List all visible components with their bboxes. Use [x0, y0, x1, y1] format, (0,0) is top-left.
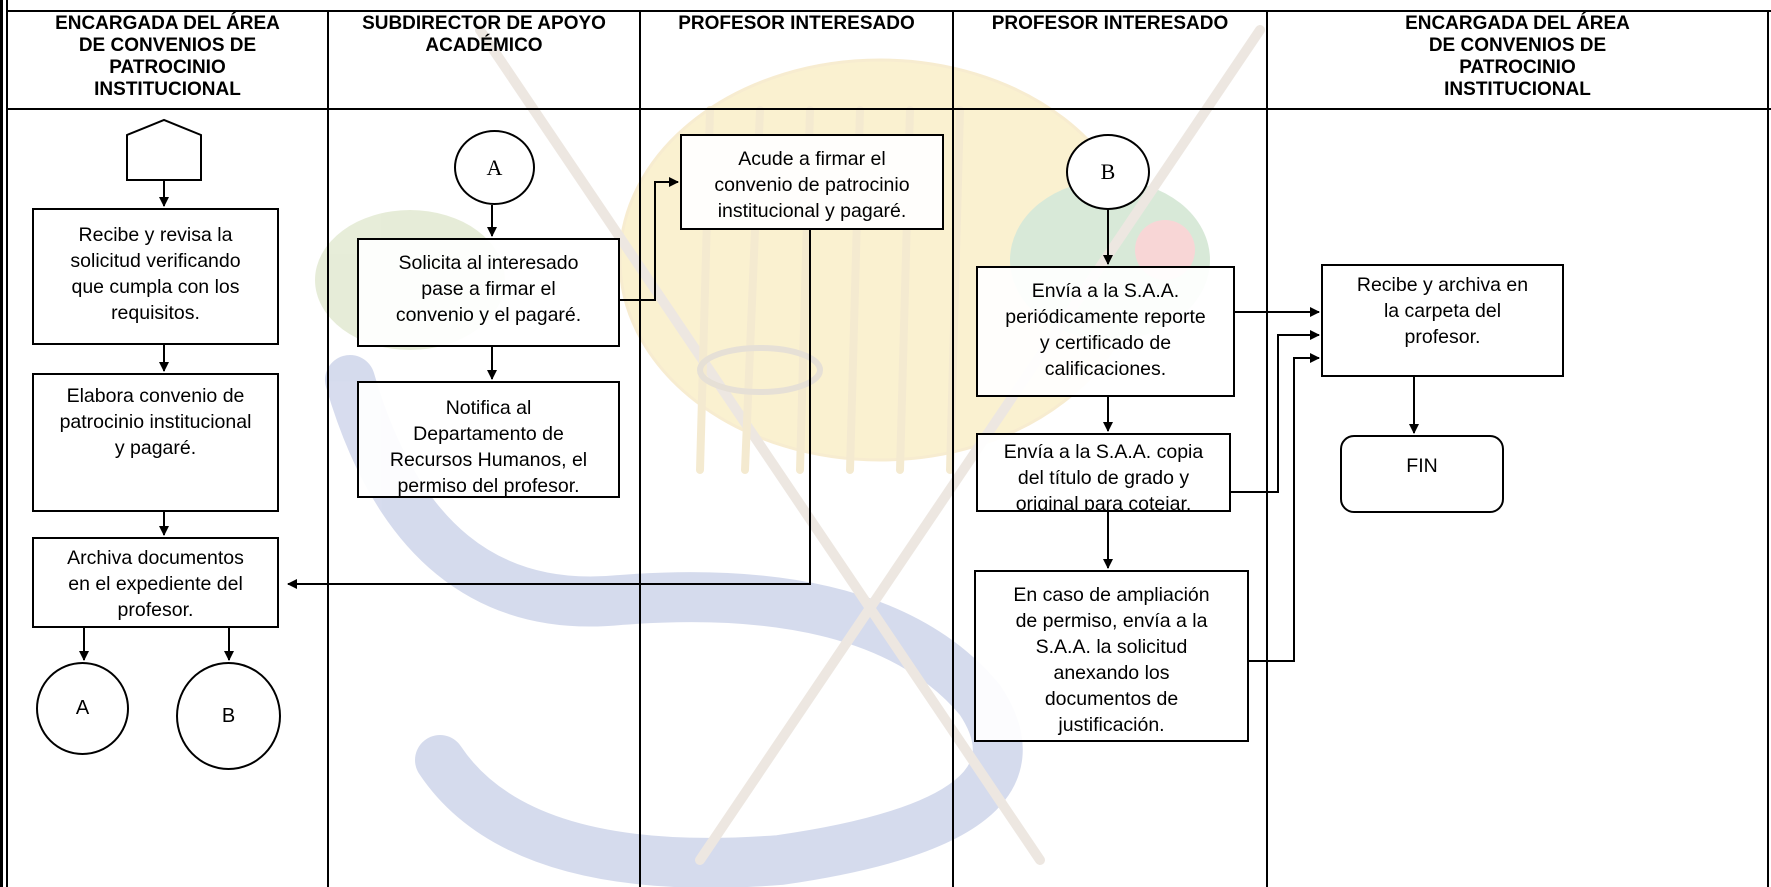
step-acude-firmar: Acude a firmar el convenio de patrocinio… — [680, 134, 944, 230]
step-text: Acude a firmar el convenio de patrocinio… — [714, 148, 910, 222]
connector-b-label: B — [221, 704, 236, 727]
connector-a-label: A — [75, 697, 90, 719]
step-text: Recibe y revisa la solicitud verificando… — [70, 224, 241, 324]
step-recibe-revisa: Recibe y revisa la solicitud verificando… — [32, 208, 279, 345]
step-archiva-documentos: Archiva documentos en el expediente del … — [32, 537, 279, 628]
connector-a-circle: A — [36, 662, 129, 755]
connector-b-label: B — [1100, 159, 1116, 184]
step-ampliacion: En caso de ampliación de permiso, envía … — [974, 570, 1249, 742]
lane-header-encargada-convenios-2: ENCARGADA DEL ÁREA DE CONVENIOS DE PATRO… — [1405, 13, 1630, 100]
header-top-rule — [8, 10, 1771, 12]
page-border-left-outer — [0, 0, 3, 887]
step-notifica-rh: Notifica al Departamento de Recursos Hum… — [357, 381, 620, 498]
step-envia-titulo: Envía a la S.A.A. copia del título de gr… — [976, 433, 1231, 512]
step-solicita-interesado: Solicita al interesado pase a firmar el … — [357, 238, 620, 347]
step-text: Recibe y archiva en la carpeta del profe… — [1356, 274, 1529, 348]
lane-divider — [639, 10, 641, 887]
step-text: Archiva documentos en el expediente del … — [67, 547, 244, 621]
fin-label: FIN — [1406, 455, 1438, 477]
header-bottom-rule — [8, 108, 1771, 110]
lane-divider — [1266, 10, 1268, 887]
step-text: Notifica al Departamento de Recursos Hum… — [389, 397, 588, 497]
step-text: Envía a la S.A.A. periódicamente reporte… — [1005, 280, 1206, 380]
step-text: Elabora convenio de patrocinio instituci… — [59, 385, 252, 459]
step-text: En caso de ampliación de permiso, envía … — [1013, 584, 1210, 736]
terminator-fin: FIN — [1340, 435, 1504, 513]
connector-a-label: A — [486, 154, 503, 180]
connector-b-circle: B — [176, 662, 281, 770]
connector-b-start: B — [1066, 134, 1150, 210]
lane-divider — [327, 10, 329, 887]
lane-header-profesor-2: PROFESOR INTERESADO — [991, 13, 1229, 34]
step-text: Envía a la S.A.A. copia del título de gr… — [1003, 441, 1204, 512]
lane-header-profesor-1: PROFESOR INTERESADO — [678, 13, 915, 34]
lane-divider — [952, 10, 954, 887]
page-border-left-inner — [6, 0, 8, 887]
lane-header-subdirector: SUBDIRECTOR DE APOYO ACADÉMICO — [362, 13, 606, 56]
step-envia-reporte: Envía a la S.A.A. periódicamente reporte… — [976, 266, 1235, 397]
step-text: Solicita al interesado pase a firmar el … — [395, 252, 582, 326]
step-elabora-convenio: Elabora convenio de patrocinio instituci… — [32, 373, 279, 512]
lane-divider-right — [1767, 10, 1769, 887]
step-recibe-archiva: Recibe y archiva en la carpeta del profe… — [1321, 264, 1564, 377]
lane-header-encargada-convenios: ENCARGADA DEL ÁREA DE CONVENIOS DE PATRO… — [55, 13, 280, 100]
connector-a-start: A — [454, 130, 535, 205]
